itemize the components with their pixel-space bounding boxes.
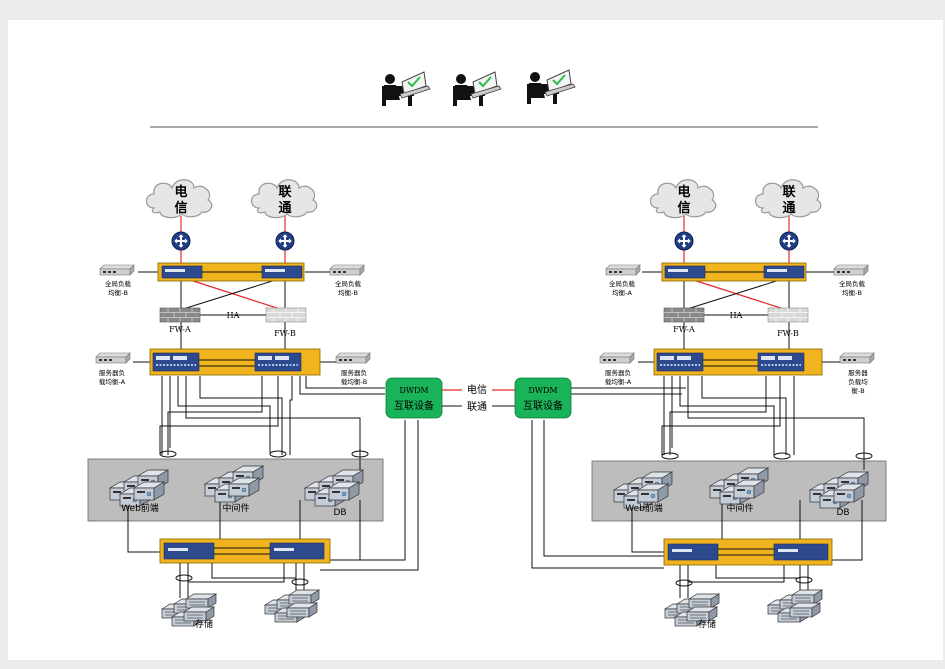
slb-label: 载均衡-B	[341, 377, 367, 386]
isp-label: 联	[782, 185, 795, 200]
fw-label: FW-A	[169, 325, 191, 334]
appliance-icon	[605, 264, 641, 276]
site-left: 电 信 联 通 全局负载 均衡-B 全局负载 均衡-B FW-A FW-B HA	[87, 179, 443, 630]
slb-label: 服务器	[848, 368, 868, 377]
slb-label: 载均衡-A	[605, 377, 632, 386]
isp-label: 信	[677, 200, 690, 216]
switch-icon	[667, 543, 719, 561]
appliance-icon	[99, 264, 135, 276]
router-icon	[674, 231, 694, 251]
switch-icon	[152, 352, 200, 372]
firewall-icon	[265, 307, 307, 323]
slb-label: 载均衡-A	[99, 377, 126, 386]
isp-label: 电	[174, 184, 187, 200]
storage-label: 存储	[195, 618, 213, 630]
firewall-icon	[663, 307, 705, 323]
ha-label: HA	[730, 311, 743, 320]
gslb-label: 均衡-A	[612, 288, 632, 297]
isp-label: 通	[278, 200, 291, 216]
switch-icon	[656, 352, 704, 372]
appliance-icon	[839, 352, 875, 364]
ha-label: HA	[227, 311, 240, 320]
appliance-icon	[95, 352, 131, 364]
tier-label: DB	[333, 508, 346, 518]
gslb-label: 全局负载	[335, 279, 362, 288]
gslb-label: 全局负载	[839, 279, 866, 288]
site-right: 电 信 联 通 全局负载 均衡-A 全局负载 均衡-B FW-A FW-B HA…	[514, 179, 887, 630]
router-icon	[171, 231, 191, 251]
switch-icon	[254, 352, 302, 372]
switch-icon	[763, 265, 805, 279]
isp-label: 信	[174, 200, 187, 216]
switch-icon	[757, 352, 805, 372]
firewall-icon	[767, 307, 809, 323]
dwdm-label: 互联设备	[394, 399, 434, 412]
appliance-icon	[833, 264, 869, 276]
isp-label: 通	[782, 200, 795, 216]
fw-label: FW-B	[274, 329, 296, 338]
dwdm-label: DWDM	[399, 386, 428, 395]
switch-icon	[773, 543, 829, 561]
slb-label: 负载均	[848, 377, 868, 386]
tier-label: 中间件	[222, 502, 249, 514]
gslb-label: 全局负载	[609, 279, 636, 288]
tier-label: 中间件	[726, 502, 753, 514]
router-icon	[779, 231, 799, 251]
slb-label: 衡-B	[851, 386, 864, 395]
link-label: 电信	[467, 383, 487, 396]
isp-label: 电	[677, 184, 690, 200]
tier-label: DB	[836, 508, 849, 518]
slb-label: 服务器负	[605, 368, 631, 377]
dwdm-box	[514, 377, 572, 419]
gslb-label: 全局负载	[105, 279, 132, 288]
fw-label: FW-A	[673, 325, 695, 334]
dwdm-label: 互联设备	[523, 399, 563, 412]
switch-icon	[261, 265, 303, 279]
slb-label: 服务器负	[99, 368, 125, 377]
switch-icon	[269, 542, 325, 560]
isp-label: 联	[278, 185, 291, 200]
appliance-icon	[335, 352, 371, 364]
appliance-icon	[329, 264, 365, 276]
dwdm-label: DWDM	[528, 386, 557, 395]
slb-label: 服务器负	[341, 368, 367, 377]
switch-icon	[664, 265, 706, 279]
switch-icon	[161, 265, 203, 279]
appliance-icon	[599, 352, 635, 364]
router-icon	[275, 231, 295, 251]
storage-label: 存储	[698, 618, 716, 630]
tier-label: Web前端	[625, 502, 663, 514]
link-label: 联通	[467, 401, 487, 413]
dwdm-box	[385, 377, 443, 419]
fw-label: FW-B	[777, 329, 799, 338]
switch-icon	[163, 542, 215, 560]
gslb-label: 均衡-B	[842, 288, 862, 297]
tier-label: Web前端	[121, 502, 159, 514]
firewall-icon	[159, 307, 201, 323]
gslb-label: 均衡-B	[108, 288, 128, 297]
gslb-label: 均衡-B	[338, 288, 358, 297]
